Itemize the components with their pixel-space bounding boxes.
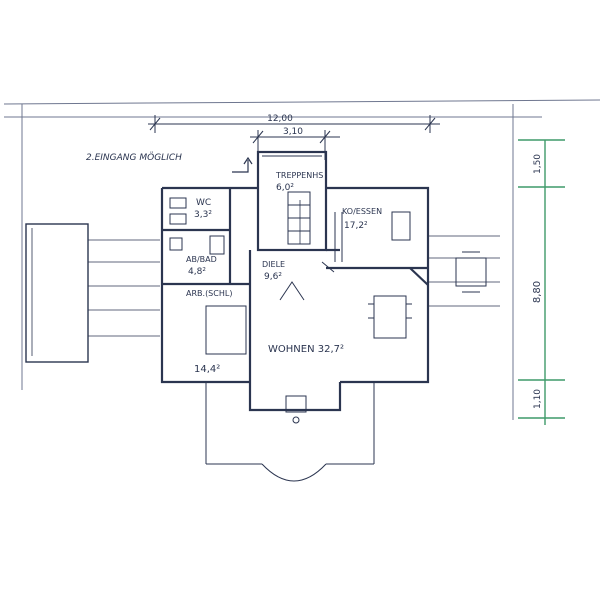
room-area-diele: 9,6²	[264, 272, 282, 282]
room-name-wc: WC	[196, 198, 211, 208]
dimension-depth-top: 1,50	[533, 154, 543, 174]
room-area-bad: 4,8²	[188, 267, 206, 277]
carport-block	[25, 223, 89, 363]
room-name-arb-schl: ARB.(SCHL)	[186, 289, 232, 298]
entrance-marker	[232, 156, 253, 173]
room-name-wohnen: WOHNEN 32,7²	[268, 344, 344, 355]
green-dimension-line	[518, 139, 565, 425]
room-name-ko-essen: KO/ESSEN	[342, 207, 382, 216]
room-area-arb-schl: 14,4²	[194, 364, 220, 375]
auxiliary-lines	[88, 235, 500, 337]
stairs	[287, 191, 311, 245]
walls	[160, 150, 430, 412]
top-dimension-lines	[148, 115, 440, 160]
room-name-bad: AB/BAD	[186, 255, 217, 264]
fixtures	[169, 197, 487, 424]
room-name-treppenhaus: TREPPENHS	[275, 171, 323, 180]
dimension-total-width: 12,00	[267, 114, 293, 124]
sheet-frame	[3, 99, 600, 420]
dimension-stair-width: 3,10	[283, 127, 303, 137]
room-area-ko-essen: 17,2²	[344, 221, 368, 231]
dimension-depth-bottom: 1,10	[533, 389, 543, 409]
dimension-depth-total: 8,80	[532, 281, 543, 303]
terrace	[205, 382, 375, 482]
annotation-second-entrance: 2.EINGANG MÖGLICH	[86, 152, 182, 163]
room-area-treppenhaus: 6,0²	[276, 183, 294, 193]
room-area-wc: 3,3²	[194, 210, 212, 220]
room-name-diele: DIELE	[262, 260, 285, 269]
